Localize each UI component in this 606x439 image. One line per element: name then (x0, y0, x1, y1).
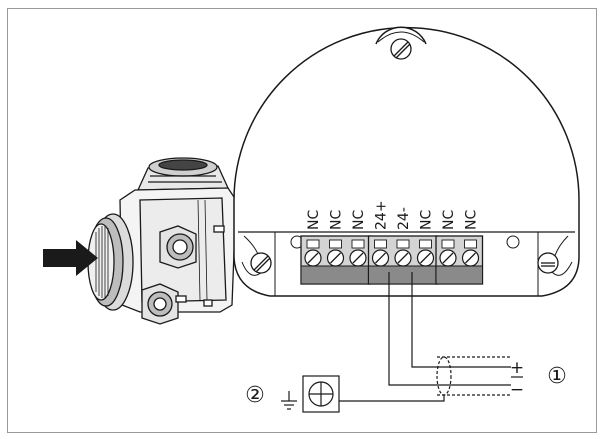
terminal-group-base (435, 265, 483, 285)
diagram-frame (7, 8, 597, 433)
terminal-label: NC (464, 210, 480, 230)
terminal-screw-icon[interactable] (394, 249, 412, 267)
terminal-wire-slot (464, 239, 477, 249)
terminal-screw-icon[interactable] (326, 249, 345, 267)
terminal-label: 24- (396, 207, 412, 230)
terminal-label: NC (351, 210, 367, 230)
terminal-screw-icon[interactable] (461, 249, 480, 267)
instrument-housing (87, 157, 237, 325)
screw-icon (250, 252, 272, 274)
terminal-wire-slot (351, 239, 365, 249)
terminal-group-base (368, 265, 438, 285)
terminal-label: NC (419, 210, 435, 230)
terminal-label: NC (329, 210, 345, 230)
terminal-wire-slot (396, 239, 410, 249)
terminal-wire-slot (419, 239, 432, 249)
terminal-block (300, 235, 484, 285)
ground-icon (281, 391, 297, 410)
terminal-screw-icon[interactable] (304, 249, 322, 267)
mounting-hole (506, 235, 520, 249)
supply-wiring (339, 272, 511, 402)
polarity-plus-label: + (510, 358, 524, 378)
terminal-wire-slot (329, 239, 342, 249)
screw-icon (390, 38, 412, 60)
terminal-wire-slot (374, 239, 387, 249)
terminal-screw-icon[interactable] (349, 249, 367, 267)
terminal-wire-slot (306, 239, 320, 249)
screw-icon (537, 252, 559, 274)
ground-terminal-icon (302, 375, 340, 413)
terminal-labels: NC NC NC 24+ 24- NC NC NC (306, 200, 480, 230)
terminal-group-base (300, 265, 371, 285)
terminal-label: 24+ (374, 200, 390, 230)
terminal-wire-slot (441, 239, 455, 249)
terminal-screw-icon[interactable] (416, 249, 435, 267)
terminal-label: NC (306, 210, 322, 230)
terminal-label: NC (441, 210, 457, 230)
callout-1: ① (547, 364, 567, 389)
polarity-minus-label: − (510, 380, 524, 400)
callout-2: ② (245, 383, 265, 408)
terminal-screw-icon[interactable] (371, 249, 390, 267)
arrow-right-icon (43, 240, 98, 276)
terminal-screw-icon[interactable] (439, 249, 457, 267)
